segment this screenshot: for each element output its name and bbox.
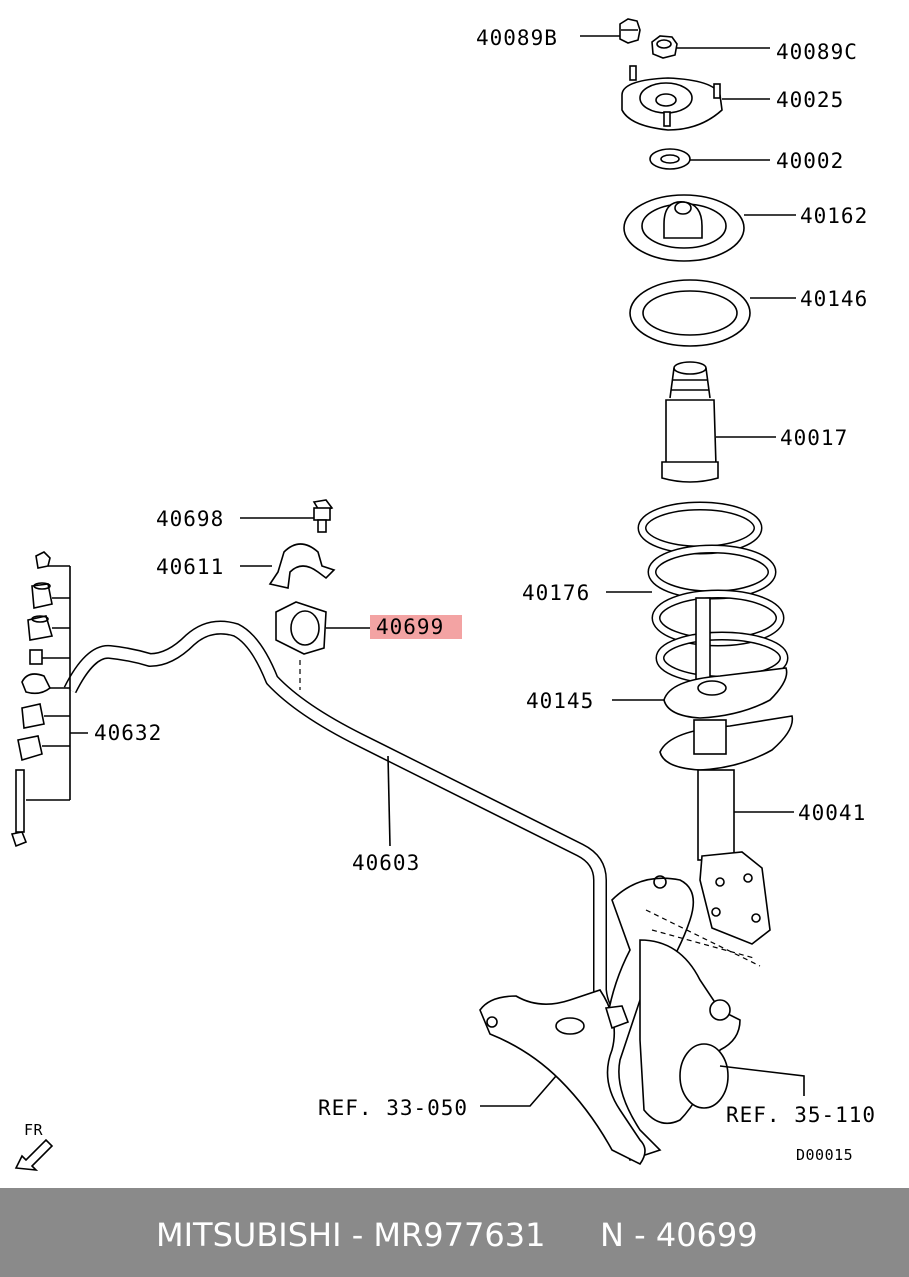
diagram-code: D00015: [796, 1146, 854, 1164]
label-fr: FR: [24, 1121, 44, 1139]
label-40699-highlighted: 40699: [370, 615, 463, 639]
stabilizer-bar-40603-icon: [63, 620, 619, 1024]
bump-stop-40017-icon: [661, 361, 719, 483]
clamp-40611-icon: [268, 543, 336, 589]
label-40145: 40145: [526, 689, 595, 713]
lower-arm-icon: [479, 989, 646, 1166]
footer-brand-part: MITSUBISHI - MR977631: [156, 1216, 546, 1254]
spring-seat-40162-icon: [623, 194, 745, 262]
footer-ref-number: N - 40699: [600, 1216, 758, 1254]
front-arrow-icon: [14, 1138, 54, 1172]
label-40698: 40698: [156, 507, 225, 531]
shock-absorber-40041-icon: [659, 715, 794, 945]
footer-bar: MITSUBISHI - MR977631 N - 40699: [0, 1188, 909, 1277]
label-40025: 40025: [776, 88, 845, 112]
nut-40089b-icon: [619, 18, 641, 44]
bolt-40698-icon: [312, 499, 334, 533]
label-40146: 40146: [800, 287, 869, 311]
label-40089c: 40089C: [776, 40, 858, 64]
label-40041: 40041: [798, 801, 867, 825]
label-40089b: 40089B: [476, 26, 558, 50]
label-40017: 40017: [780, 426, 849, 450]
nut-40089c-icon: [651, 35, 678, 59]
coil-spring-40176-icon: [637, 501, 789, 689]
label-40162: 40162: [800, 204, 869, 228]
label-40002: 40002: [776, 149, 845, 173]
spring-pad-40146-icon: [629, 279, 751, 347]
bushing-40699-icon: [275, 601, 327, 690]
label-ref-33-050: REF. 33-050: [318, 1096, 469, 1120]
label-40611: 40611: [156, 555, 225, 579]
parts-diagram: 40089B 40089C 40025 40002 40162 40146 40…: [10, 18, 877, 1172]
lower-seat-40145-icon: [663, 667, 788, 719]
label-ref-35-110: REF. 35-110: [726, 1103, 877, 1127]
diagram-drawing: [10, 18, 805, 1172]
label-40176: 40176: [522, 581, 591, 605]
strut-mount-40025-icon: [621, 65, 723, 131]
bearing-40002-icon: [649, 148, 691, 170]
label-40632: 40632: [94, 721, 163, 745]
stabilizer-link-parts-40632-icon: [10, 551, 88, 848]
knuckle-icon: [603, 875, 741, 1161]
label-40603: 40603: [352, 851, 421, 875]
